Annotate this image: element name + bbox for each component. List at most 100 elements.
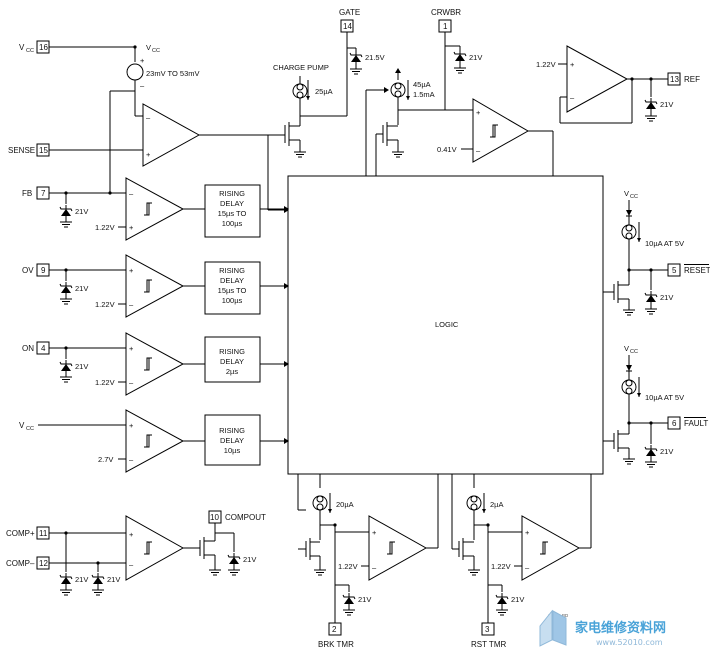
svg-text:2µA: 2µA xyxy=(490,500,504,509)
svg-text:RISING: RISING xyxy=(219,347,245,356)
svg-text:7: 7 xyxy=(41,189,46,198)
svg-text:COMP+: COMP+ xyxy=(6,529,35,538)
svg-text:DELAY: DELAY xyxy=(220,357,244,366)
svg-text:SENSE: SENSE xyxy=(8,146,35,155)
svg-text:13: 13 xyxy=(670,75,679,84)
fb-pin: FB 7 xyxy=(22,186,50,200)
brk-tmr-pin: 2 BRK TMR xyxy=(318,622,354,649)
svg-text:CC: CC xyxy=(630,194,638,200)
svg-text:–: – xyxy=(129,378,134,387)
svg-text:CC: CC xyxy=(26,48,34,54)
svg-text:–: – xyxy=(525,563,530,572)
svg-text:1.22V: 1.22V xyxy=(95,378,115,387)
on-delay: RISING DELAY 2µs xyxy=(204,336,261,383)
logic-block: LOGIC xyxy=(287,175,604,475)
svg-text:CC: CC xyxy=(152,48,160,54)
charge-pump-source: CHARGE PUMP 25µA xyxy=(273,63,333,100)
comp-minus-pin: COMP– 12 xyxy=(6,556,50,570)
svg-text:+: + xyxy=(129,530,134,539)
svg-text:1.22V: 1.22V xyxy=(95,223,115,232)
svg-text:100µs: 100µs xyxy=(222,219,243,228)
svg-text:15µs TO: 15µs TO xyxy=(218,286,247,295)
svg-text:CC: CC xyxy=(630,349,638,355)
fb-delay: RISING DELAY 15µs TO 100µs xyxy=(204,184,261,238)
watermark-url: www.52010.com xyxy=(596,638,663,647)
svg-text:14: 14 xyxy=(343,22,352,31)
svg-text:RISING: RISING xyxy=(219,266,245,275)
svg-text:–: – xyxy=(372,563,377,572)
svg-text:+: + xyxy=(140,56,145,65)
svg-text:21V: 21V xyxy=(660,447,673,456)
sense-amplifier: – + xyxy=(142,103,201,167)
svg-text:16: 16 xyxy=(39,43,48,52)
svg-text:1.22V: 1.22V xyxy=(95,300,115,309)
svg-text:ON: ON xyxy=(22,344,34,353)
svg-text:CRWBR: CRWBR xyxy=(431,8,461,17)
reset-transistor xyxy=(603,281,630,310)
brk-current-source: 20µA xyxy=(312,493,354,513)
svg-text:21V: 21V xyxy=(107,575,120,584)
svg-text:V: V xyxy=(146,43,151,52)
svg-text:21.5V: 21.5V xyxy=(365,53,385,62)
svg-text:21V: 21V xyxy=(511,595,524,604)
watermark-logo: 家电维修资料网 www.52010.com xyxy=(539,609,666,647)
svg-text:–: – xyxy=(129,300,134,309)
svg-text:CHARGE PUMP: CHARGE PUMP xyxy=(273,63,329,72)
svg-text:+: + xyxy=(129,223,134,232)
offset-voltage-source: + – 23mV TO 53mV xyxy=(126,56,200,90)
svg-text:DELAY: DELAY xyxy=(220,199,244,208)
svg-text:GATE: GATE xyxy=(339,8,360,17)
svg-text:1.22V: 1.22V xyxy=(536,60,556,69)
rst-tmr-pin: 3 RST TMR xyxy=(471,622,506,649)
svg-text:DELAY: DELAY xyxy=(220,276,244,285)
svg-text:+: + xyxy=(570,60,575,69)
svg-text:–: – xyxy=(476,146,481,155)
svg-text:3: 3 xyxy=(485,625,490,634)
reference-buffer: + – xyxy=(566,45,629,113)
svg-text:–: – xyxy=(129,455,134,464)
svg-text:RESET: RESET xyxy=(684,266,710,275)
svg-text:21V: 21V xyxy=(75,575,88,584)
svg-text:4: 4 xyxy=(41,344,46,353)
svg-text:–: – xyxy=(570,93,575,102)
svg-text:21V: 21V xyxy=(358,595,371,604)
vcc-delay: RISING DELAY 10µs xyxy=(204,414,261,466)
svg-text:1: 1 xyxy=(443,22,448,31)
svg-text:0.41V: 0.41V xyxy=(437,145,457,154)
vcc-comparator: + – xyxy=(125,409,185,473)
ov-comparator: + – xyxy=(125,254,185,318)
fb-comparator: – + xyxy=(125,177,185,241)
svg-text:10: 10 xyxy=(210,513,219,522)
svg-text:RISING: RISING xyxy=(219,426,245,435)
svg-text:FB: FB xyxy=(22,189,32,198)
svg-text:1.5mA: 1.5mA xyxy=(413,90,435,99)
svg-text:2µs: 2µs xyxy=(226,367,238,376)
fault-transistor xyxy=(603,430,630,459)
svg-text:–: – xyxy=(129,189,134,198)
vcc-pin: V CC 16 xyxy=(19,40,50,54)
comp-plus-pin: COMP+ 11 xyxy=(6,526,50,540)
svg-text:21V: 21V xyxy=(469,53,482,62)
svg-text:2.7V: 2.7V xyxy=(98,455,113,464)
svg-text:+: + xyxy=(476,108,481,117)
crowbar-transistor xyxy=(375,122,399,176)
svg-text:V: V xyxy=(19,43,25,52)
svg-text:10µs: 10µs xyxy=(224,446,241,455)
fault-pin: 6 FAULT xyxy=(667,416,708,430)
rst-transistor xyxy=(458,538,475,570)
svg-text:25µA: 25µA xyxy=(315,87,333,96)
svg-text:DELAY: DELAY xyxy=(220,436,244,445)
svg-text:5: 5 xyxy=(672,266,677,275)
svg-text:12: 12 xyxy=(39,559,48,568)
svg-text:2: 2 xyxy=(332,625,337,634)
brk-comparator: + – xyxy=(368,515,428,581)
svg-text:COMPOUT: COMPOUT xyxy=(225,513,266,522)
svg-text:6: 6 xyxy=(672,419,677,428)
brk-transistor xyxy=(298,538,321,570)
svg-text:REF: REF xyxy=(684,75,700,84)
svg-text:–: – xyxy=(129,560,134,569)
sense-pin: SENSE 15 xyxy=(8,143,50,157)
crowbar-current-source: 45µA 1.5mA xyxy=(390,68,435,100)
reset-pin: 5 RESET xyxy=(667,263,710,277)
